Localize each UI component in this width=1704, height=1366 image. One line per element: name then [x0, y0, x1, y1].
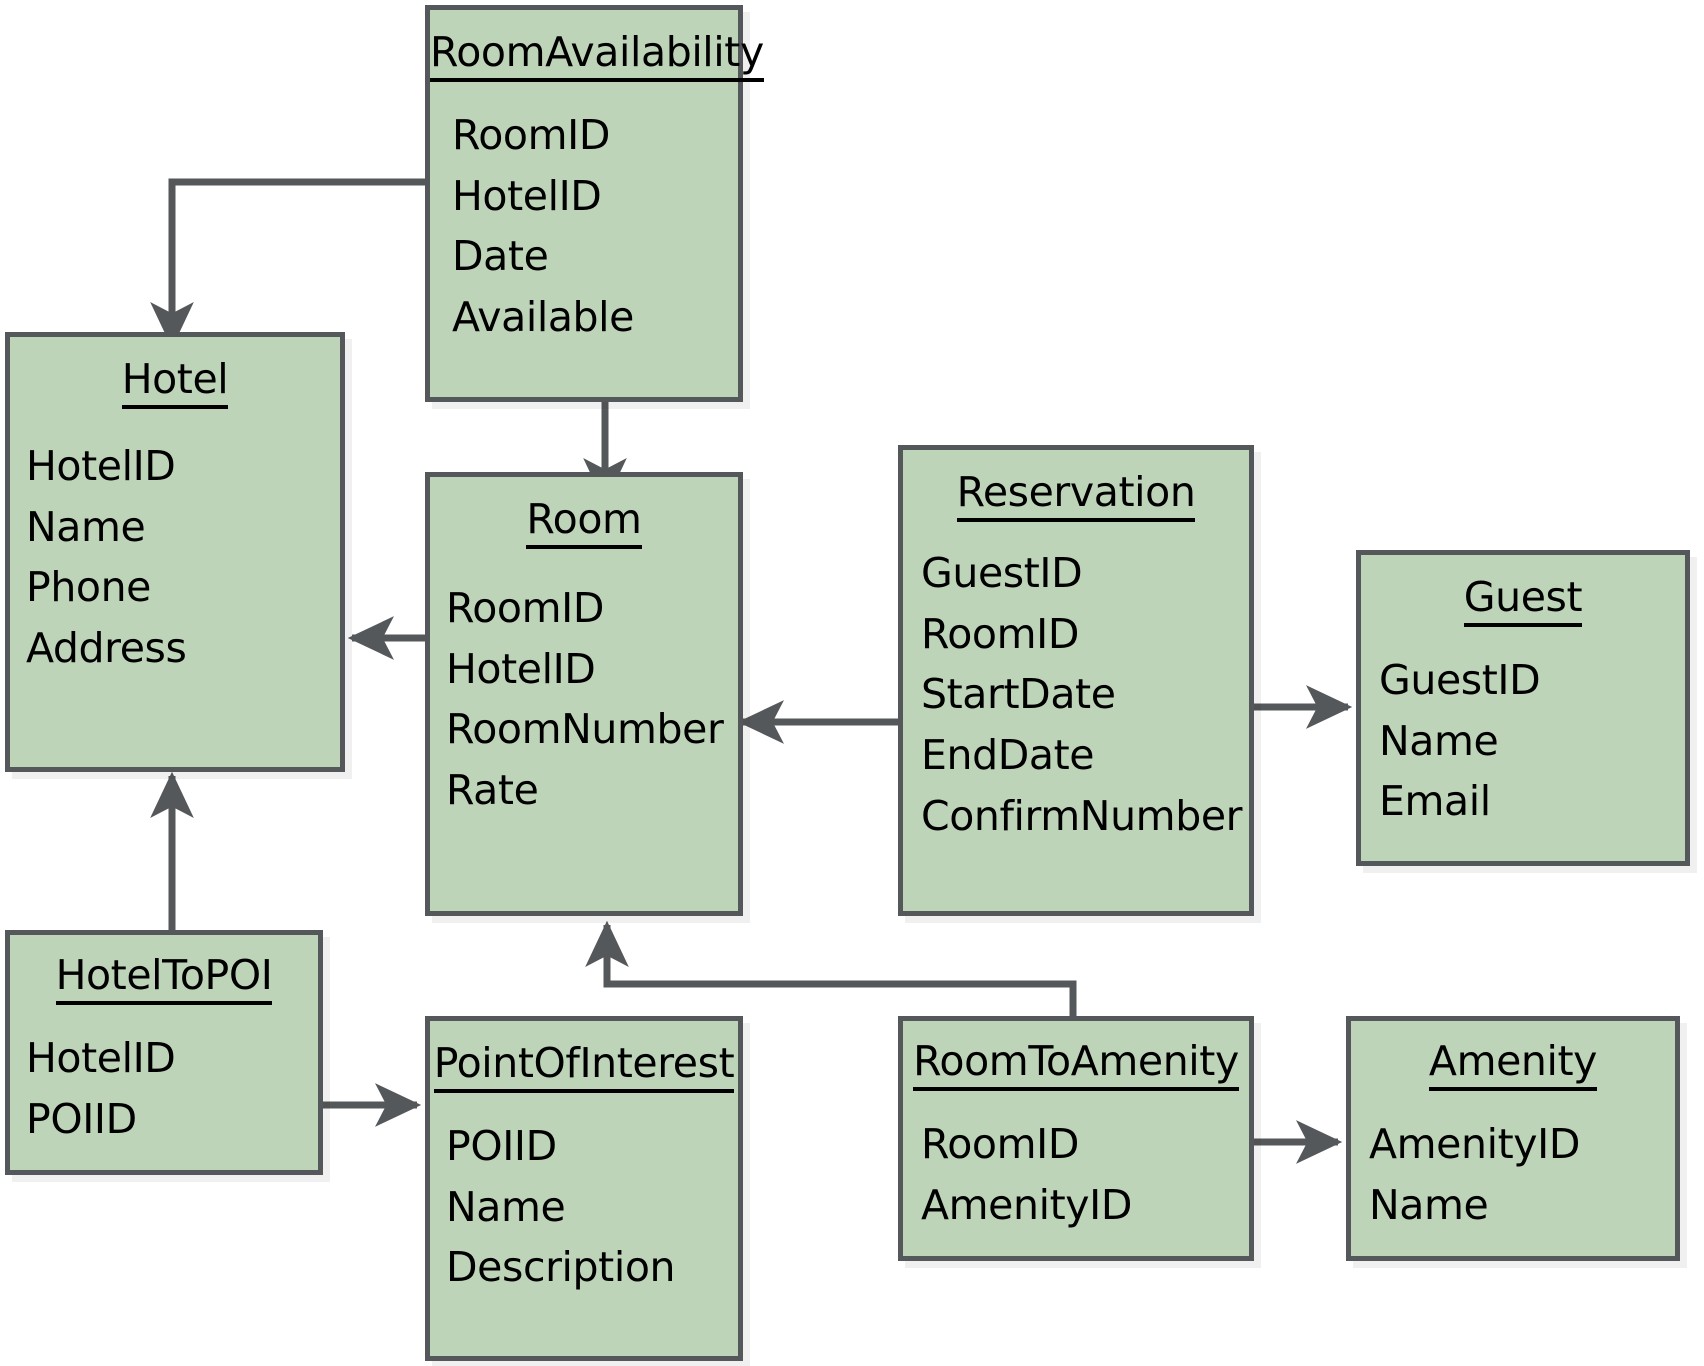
attribute-list: GuestID RoomID StartDate EndDate Confirm… [903, 543, 1249, 846]
attribute: RoomID [921, 1120, 1080, 1168]
attribute: AmenityID [1369, 1120, 1580, 1168]
entity-title: Guest [1361, 573, 1685, 627]
entity-title: Amenity [1351, 1037, 1675, 1091]
attribute: RoomNumber [446, 705, 724, 754]
entity-pointofinterest[interactable]: PointOfInterest POIID Name Description [425, 1016, 743, 1361]
attribute: Name [26, 502, 146, 551]
attribute: Description [446, 1243, 676, 1292]
entity-hoteltopoi[interactable]: HotelToPOI HotelID POIID [5, 930, 323, 1175]
entity-hotel[interactable]: Hotel HotelID Name Phone Address [5, 332, 345, 772]
attribute: Available [452, 293, 634, 342]
attribute: HotelID [26, 1034, 176, 1082]
entity-roomavailability[interactable]: RoomAvailability RoomID HotelID Date Ava… [425, 5, 764, 402]
entity-title: HotelToPOI [10, 951, 318, 1005]
entity-title: Reservation [903, 468, 1249, 522]
attribute: StartDate [921, 670, 1116, 719]
attribute: ConfirmNumber [921, 791, 1243, 840]
entity-title: RoomToAmenity [903, 1037, 1249, 1091]
entity-roomtoamenity[interactable]: RoomToAmenity RoomID AmenityID [898, 1016, 1254, 1261]
attribute-list: HotelID POIID [10, 1028, 318, 1149]
attribute-list: GuestID Name Email [1361, 650, 1685, 832]
entity-room[interactable]: Room RoomID HotelID RoomNumber Rate [425, 472, 743, 916]
attribute: POIID [26, 1094, 137, 1143]
attribute: AmenityID [921, 1180, 1132, 1229]
entity-amenity[interactable]: Amenity AmenityID Name [1346, 1016, 1680, 1261]
attribute: EndDate [921, 731, 1095, 780]
attribute: Date [452, 232, 549, 281]
attribute-list: HotelID Name Phone Address [10, 436, 340, 679]
entity-title: PointOfInterest [430, 1039, 738, 1093]
entity-title: Hotel [10, 355, 340, 409]
attribute: POIID [446, 1122, 557, 1170]
edge-roomavailability-to-hotel [150, 178, 425, 349]
attribute-list: RoomID HotelID Date Available [430, 105, 738, 348]
edge-roomtoamenity-to-room [585, 920, 1077, 1016]
attribute: Name [1379, 716, 1499, 765]
attribute: RoomID [452, 111, 611, 159]
entity-guest[interactable]: Guest GuestID Name Email [1356, 550, 1690, 866]
attribute: GuestID [921, 549, 1083, 597]
entity-title: Room [430, 495, 738, 549]
attribute: Name [1369, 1180, 1489, 1229]
entity-reservation[interactable]: Reservation GuestID RoomID StartDate End… [898, 445, 1254, 916]
attribute: HotelID [446, 644, 596, 693]
attribute: Name [446, 1182, 566, 1231]
entity-title: RoomAvailability [430, 28, 764, 82]
attribute: Address [26, 624, 187, 673]
attribute-list: RoomID AmenityID [903, 1114, 1249, 1235]
attribute: HotelID [452, 171, 602, 220]
attribute: HotelID [26, 442, 176, 490]
attribute: RoomID [446, 584, 605, 632]
attribute: Phone [26, 563, 152, 612]
attribute-list: POIID Name Description [430, 1116, 738, 1298]
attribute-list: AmenityID Name [1351, 1114, 1675, 1235]
attribute-list: RoomID HotelID RoomNumber Rate [430, 578, 738, 821]
attribute: RoomID [921, 609, 1080, 658]
attribute: Rate [446, 766, 539, 815]
attribute: GuestID [1379, 656, 1541, 704]
attribute: Email [1379, 777, 1491, 826]
